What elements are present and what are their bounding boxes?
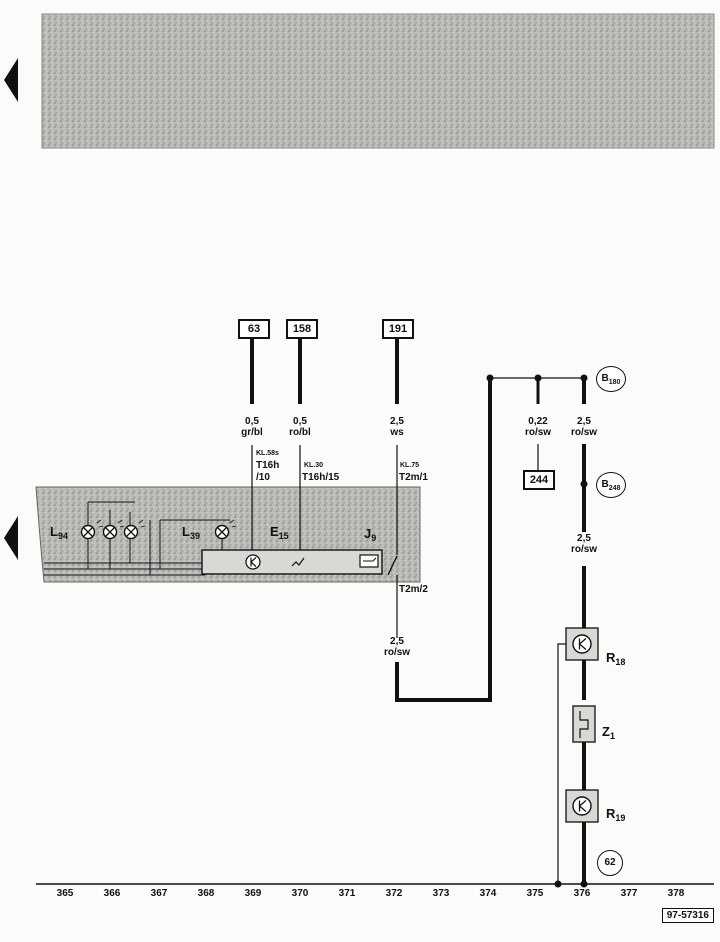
pin-t16h-15: T16h/15: [302, 472, 340, 483]
column-number: 375: [526, 888, 544, 899]
light-ray-icons: [96, 519, 237, 528]
column-number: 374: [479, 888, 497, 899]
label-j9: J9: [364, 526, 377, 543]
pin-kl30: KL.30: [304, 462, 324, 469]
z1-heater-element: [572, 705, 596, 743]
column-number: 368: [197, 888, 215, 899]
left-marker-arrow-icon: [4, 516, 18, 560]
column-number: 376: [573, 888, 591, 899]
label-z1: Z1: [602, 724, 615, 741]
pin-kl58s: KL.58s: [256, 450, 279, 457]
column-number: 370: [291, 888, 309, 899]
dimmer-symbol-icon: [291, 557, 305, 567]
k-terminal-icon: [572, 634, 592, 654]
label-r19: R19: [606, 806, 626, 823]
column-number: 373: [432, 888, 450, 899]
heater-feed-wire: [395, 378, 492, 702]
k-terminal-icon: [572, 796, 592, 816]
connector-244: 244: [523, 470, 555, 490]
column-number: 378: [667, 888, 685, 899]
ref-b180: B180: [596, 366, 626, 392]
figure-code: 97-57316: [661, 908, 714, 923]
pin-t16h-10: /10: [256, 472, 270, 483]
pin-kl75: KL.75: [400, 462, 420, 469]
connector-63: 63: [238, 319, 270, 339]
column-number: 365: [56, 888, 74, 899]
r19-terminal-box: [565, 789, 599, 823]
connector-191: 191: [382, 319, 414, 339]
ref-b248: B248: [596, 472, 626, 498]
left-marker-arrow-icon: [4, 58, 18, 102]
return-wire: [557, 643, 566, 884]
e15-switch-box: [201, 549, 383, 575]
pin-t2m-1: T2m/1: [399, 472, 428, 483]
column-number: 372: [385, 888, 403, 899]
column-number: 369: [244, 888, 262, 899]
relay-contact-icon: [387, 555, 398, 576]
label-r18: R18: [606, 650, 626, 667]
k-terminal-icon: [245, 554, 261, 570]
label-l39: L39: [182, 524, 200, 541]
column-number: 371: [338, 888, 356, 899]
connector-158: 158: [286, 319, 318, 339]
ref-62: 62: [597, 850, 623, 876]
pin-t16h: T16h: [256, 460, 280, 471]
column-number: 367: [150, 888, 168, 899]
label-l94: L94: [50, 524, 68, 541]
label-e15: E15: [270, 524, 289, 541]
column-number: 366: [103, 888, 121, 899]
top-shaded-panel: [41, 13, 715, 149]
column-number: 377: [620, 888, 638, 899]
pin-t2m-2: T2m/2: [399, 584, 428, 595]
